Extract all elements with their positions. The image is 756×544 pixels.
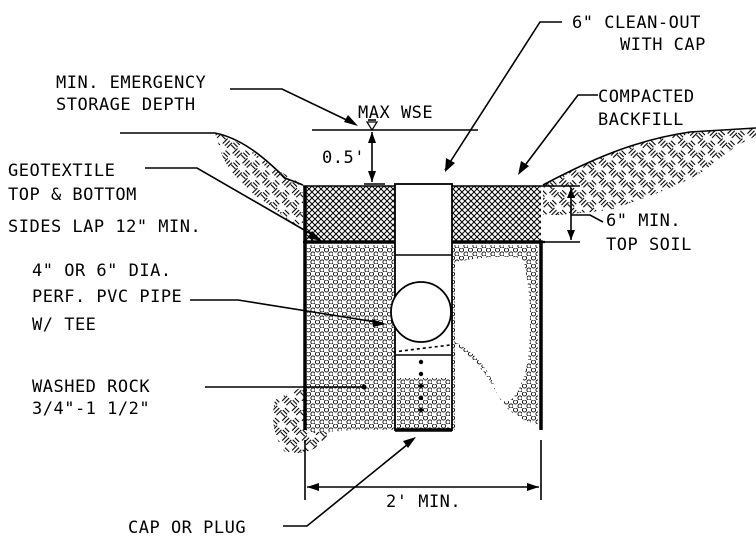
wse-triangle-icon	[365, 121, 379, 132]
label-compacted-2: BACKFILL	[598, 110, 684, 130]
ground-surface-right	[542, 127, 756, 186]
leader-rock-dot-icon	[361, 384, 367, 390]
cleanout-rock-bottom	[397, 378, 450, 429]
leader-cleanout-arrow-icon	[445, 158, 455, 172]
label-rock-1: WASHED ROCK	[32, 377, 150, 397]
label-geotextile-2: TOP & BOTTOM	[8, 185, 137, 205]
label-pipe-3: W/ TEE	[32, 315, 96, 335]
leader-geotextile	[145, 167, 319, 239]
perforation-1	[418, 359, 424, 365]
label-cleanout-1: 6" CLEAN-OUT	[572, 13, 701, 33]
compacted-backfill-left	[305, 186, 395, 241]
label-rock-2: 3/4"-1 1/2"	[32, 399, 150, 419]
topsoil-leader	[571, 214, 604, 223]
label-emergency-2: STORAGE DEPTH	[56, 95, 196, 115]
ground-surface-left	[120, 132, 304, 186]
perforation-4	[418, 395, 424, 401]
perforation-3	[418, 383, 424, 389]
perforation-5	[418, 407, 424, 413]
leader-pipe-arrow-icon	[372, 319, 386, 327]
label-pipe-1: 4" OR 6" DIA.	[32, 261, 172, 281]
label-cap: CAP OR PLUG	[128, 518, 246, 538]
compacted-backfill-right	[450, 186, 541, 241]
width-arrow-left-icon	[307, 483, 319, 491]
perf-pvc-pipe	[390, 281, 452, 343]
label-width: 2' MIN.	[386, 492, 461, 512]
topsoil-arrow-down-icon	[567, 230, 575, 240]
label-emergency-1: MIN. EMERGENCY	[56, 73, 206, 93]
native-soil-right	[543, 128, 756, 215]
label-depth: 0.5'	[322, 148, 365, 168]
label-compacted-1: COMPACTED	[598, 87, 695, 107]
leader-compacted	[519, 94, 598, 173]
label-topsoil-1: 6" MIN.	[606, 211, 681, 231]
leader-cap-arrow-icon	[403, 437, 416, 448]
native-soil-left-upper	[215, 133, 303, 230]
label-cleanout-2: WITH CAP	[620, 35, 706, 55]
leader-cleanout	[444, 21, 562, 171]
leader-emergency-arrow-icon	[344, 115, 358, 126]
perforation-2	[418, 371, 424, 377]
washed-rock-left-band	[307, 245, 395, 430]
leader-emergency	[230, 88, 356, 125]
dim-arrow-down-icon	[368, 171, 376, 182]
label-topsoil-2: TOP SOIL	[606, 235, 692, 255]
leader-pipe	[190, 299, 383, 324]
leader-geotextile-arrow-icon	[307, 231, 322, 241]
topsoil-arrow-up-icon	[567, 188, 575, 198]
native-soil-inside-right	[455, 256, 530, 402]
label-geotextile-3: SIDES LAP 12" MIN.	[8, 217, 201, 237]
leader-compacted-arrow-icon	[518, 161, 529, 175]
label-pipe-2: PERF. PVC PIPE	[32, 287, 182, 307]
width-arrow-right-icon	[527, 483, 539, 491]
leader-cap	[283, 439, 414, 527]
label-max-wse: MAX WSE	[358, 103, 433, 123]
dim-arrow-up-icon	[368, 132, 376, 143]
label-geotextile-1: GEOTEXTILE	[8, 161, 115, 181]
